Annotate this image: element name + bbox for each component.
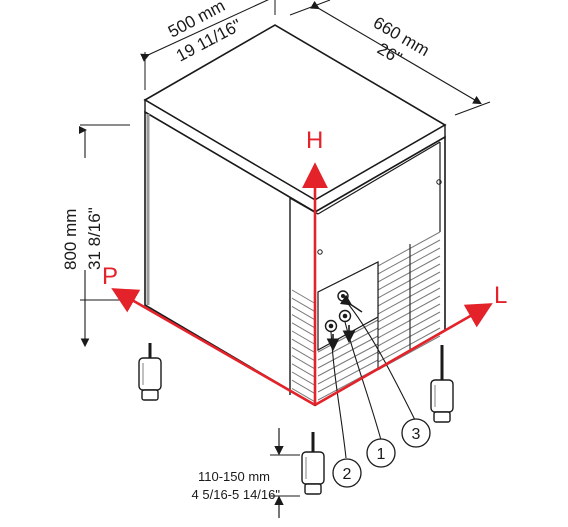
height-in: 31 8/16" <box>85 207 104 270</box>
foot-front <box>301 432 325 495</box>
grille-slat <box>377 255 441 291</box>
grille-slat <box>317 351 379 385</box>
foot-left <box>138 343 162 401</box>
cabinet <box>143 24 447 407</box>
grille-slat <box>291 314 317 330</box>
grille-slat <box>291 338 317 354</box>
connection-panel <box>317 261 379 352</box>
callout-2: 2 <box>332 458 362 488</box>
grille-slat <box>377 271 441 307</box>
grille-slat <box>377 263 441 299</box>
svg-text:3: 3 <box>412 426 421 443</box>
callout-leaders <box>330 299 416 459</box>
svg-text:1: 1 <box>377 446 386 463</box>
callout-1: 1 <box>366 438 396 468</box>
grille-slat <box>317 343 379 377</box>
feet-height-in: 4 5/16-5 14/16" <box>192 487 281 502</box>
grille-slat <box>291 371 317 387</box>
height-mm: 800 mm <box>61 209 80 270</box>
svg-text:L: L <box>494 282 507 309</box>
grille-slat <box>377 279 441 315</box>
svg-text:2: 2 <box>343 466 352 483</box>
grille-slat <box>291 289 317 305</box>
grille-slat <box>291 305 317 321</box>
axis-h: H <box>302 127 328 405</box>
screw-icon <box>317 249 323 255</box>
grille-slat <box>377 311 441 347</box>
grille-slat <box>291 297 317 313</box>
feet-height-mm: 110-150 mm <box>198 469 270 484</box>
screw-icon <box>436 179 442 185</box>
front-grille <box>291 289 317 403</box>
feet-height-dimension: 110-150 mm 4 5/16-5 14/16" <box>192 428 300 518</box>
callout-3: 3 <box>401 418 431 448</box>
grille-slat <box>377 327 441 363</box>
svg-text:P: P <box>102 263 118 290</box>
grille-slat <box>291 363 317 379</box>
height-dimension: 800 mm 31 8/16" <box>61 124 130 348</box>
cabinet-door-panel <box>289 197 319 395</box>
grille-slat <box>377 319 441 355</box>
svg-text:H: H <box>306 127 323 154</box>
grille-slat <box>291 355 317 371</box>
grille-slat <box>377 303 441 339</box>
grille-slat <box>291 379 317 395</box>
grille-slat <box>377 239 441 275</box>
grille-slat <box>377 287 441 323</box>
grille-slat <box>317 335 379 369</box>
grille-slat <box>377 295 441 331</box>
grille-slat <box>317 359 379 393</box>
foot-right <box>430 345 454 423</box>
axis-l: L <box>314 282 507 407</box>
grille-slat <box>291 346 317 362</box>
grille-slat <box>291 322 317 338</box>
grille-slat <box>291 330 317 346</box>
axis-p: P <box>102 263 316 407</box>
grille-slat <box>377 247 441 283</box>
grille-slat <box>291 387 317 403</box>
grille-slat <box>377 231 441 267</box>
